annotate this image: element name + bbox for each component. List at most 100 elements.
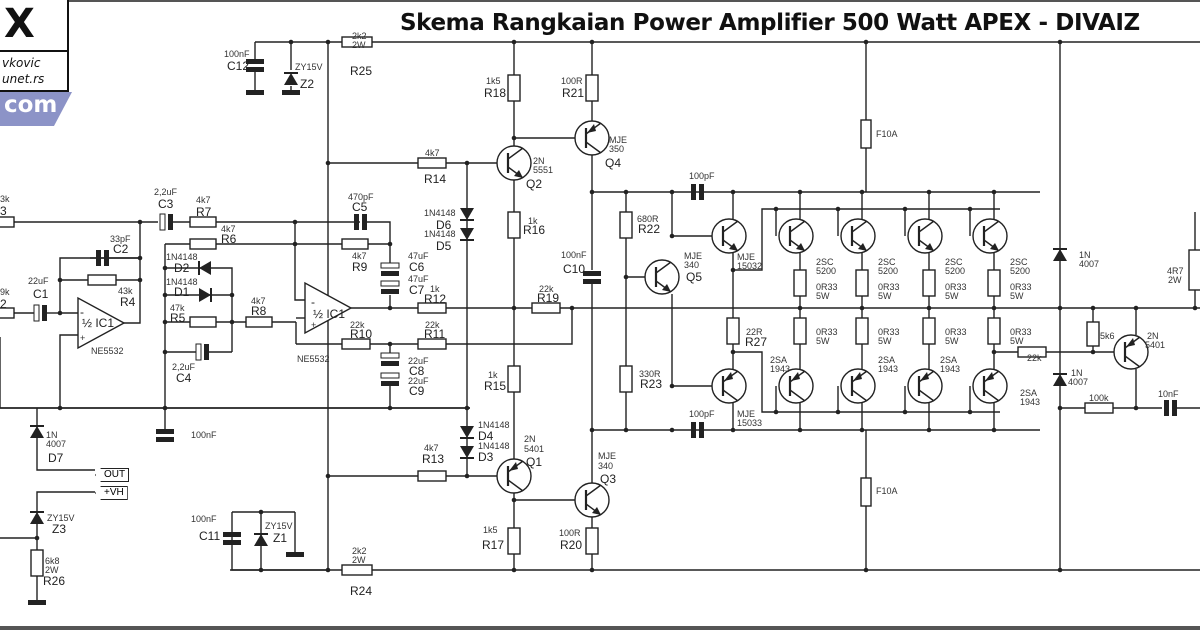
z1-value: ZY15V — [265, 521, 293, 531]
d3-ref: D3 — [478, 450, 494, 464]
q4-ref: Q4 — [605, 156, 622, 170]
r5-ref: R5 — [170, 311, 186, 325]
npn-out-part2-3: 5200 — [945, 266, 966, 276]
c11-icon — [223, 532, 241, 537]
emitter-r-bot-value-4: 0R33 — [1010, 327, 1032, 337]
ic1b-icon — [304, 281, 353, 335]
output-npn-2-icon — [840, 218, 876, 254]
r27-ref: R27 — [745, 335, 768, 349]
ic1b-plus: + — [311, 320, 317, 330]
d-prot-top-value2: 4007 — [1079, 259, 1100, 269]
c8-value: 22uF — [408, 356, 429, 366]
output-npn-3-icon — [907, 218, 943, 254]
junction-dot — [1090, 305, 1096, 311]
r16-value: 1k — [528, 216, 538, 226]
logo-box: X vkovic unet.rs — [0, 0, 69, 92]
c8-icon — [380, 352, 400, 359]
r4-icon — [87, 274, 117, 286]
d2-ref: D2 — [174, 261, 190, 275]
junction-dot — [773, 409, 779, 415]
r17-ref: R17 — [482, 538, 505, 552]
ic1a-plus: + — [80, 333, 86, 343]
ic1a-icon — [77, 296, 126, 350]
c10-ref: C10 — [563, 262, 586, 276]
emitter-r-bot-power-2: 5W — [878, 336, 892, 346]
terminal-out: OUT — [95, 468, 130, 482]
r26-power: 2W — [45, 565, 59, 575]
r23-value: 330R — [639, 369, 661, 379]
q3-icon — [574, 482, 610, 518]
r-4r7-power: 2W — [1168, 275, 1182, 285]
top-border — [0, 0, 1200, 2]
junction-dot — [991, 427, 997, 433]
r15-value: 1k — [488, 370, 498, 380]
q2-ref: Q2 — [526, 177, 543, 191]
q5-part2: 340 — [684, 260, 700, 270]
r9-ref: R9 — [352, 260, 368, 274]
r16-icon — [507, 211, 521, 239]
emitter-r-bot-value-3: 0R33 — [945, 327, 967, 337]
emitter-r-top-1-icon — [793, 269, 807, 297]
wire — [446, 310, 573, 345]
r17-value: 1k5 — [483, 525, 498, 535]
output-npn-2-icon — [858, 243, 867, 251]
output-npn-3-icon — [925, 243, 934, 251]
q3-part1: MJE — [598, 451, 616, 461]
junction-dot — [1057, 39, 1063, 45]
mje15032-icon — [729, 243, 738, 251]
c10-icon — [583, 271, 601, 276]
d7-icon — [30, 426, 44, 438]
c-10nf-icon — [1164, 400, 1169, 416]
output-pnp-4-icon — [972, 368, 1008, 404]
c2-ref: C2 — [113, 242, 129, 256]
mje15032-icon — [711, 218, 747, 254]
ic1b-part: NE5532 — [297, 354, 330, 364]
c12-icon — [246, 59, 264, 64]
r23-ref: R23 — [640, 377, 663, 391]
c2-value: 33pF — [110, 234, 131, 244]
emitter-r-top-3-icon — [922, 269, 936, 297]
output-pnp-4-icon — [985, 372, 994, 381]
bottom-border — [0, 626, 1200, 630]
c5-ref: C5 — [352, 200, 368, 214]
c2-icon — [96, 250, 101, 266]
logo-line-1: vkovic — [2, 56, 41, 70]
output-pnp-3-icon — [907, 368, 943, 404]
z2-ref: Z2 — [300, 77, 315, 91]
emitter-r-bot-power-4: 5W — [1010, 336, 1024, 346]
d-prot-bot-value1: 1N — [1071, 368, 1083, 378]
r19-value: 22k — [539, 284, 554, 294]
z1-icon — [254, 534, 268, 546]
r6-ref: R6 — [221, 232, 237, 246]
c8-ref: C8 — [409, 364, 425, 378]
c7-icon — [381, 289, 399, 294]
junction-dot — [511, 39, 517, 45]
output-npn-2-icon — [851, 220, 868, 233]
output-pnp-2-icon — [853, 372, 862, 381]
ic1b-name: ½ IC1 — [313, 307, 346, 321]
q-prot-part1: 2N — [1147, 331, 1159, 341]
logo-domain-badge[interactable]: com — [0, 92, 72, 126]
emitter-r-bot-4-icon — [987, 317, 1001, 345]
q5-part1: MJE — [684, 251, 702, 261]
emitter-r-top-4-icon — [987, 269, 1001, 297]
pnp-out-part1-4: 2SA — [1020, 388, 1038, 398]
q2-part2: 5551 — [533, 165, 554, 175]
q1-icon — [507, 479, 524, 492]
z3-ref: Z3 — [52, 522, 67, 536]
c3-icon — [168, 214, 173, 230]
q2-icon — [514, 170, 523, 178]
z2-icon — [284, 73, 298, 85]
r20-value: 100R — [559, 528, 581, 538]
mje15032-part2: 15032 — [737, 261, 763, 271]
mje15033-icon — [711, 368, 747, 404]
r24-power: 2W — [352, 555, 366, 565]
r7-value: 4k7 — [196, 195, 211, 205]
r22-value: 680R — [637, 214, 659, 224]
c-bot-value: 100pF — [689, 409, 715, 419]
r10-value: 22k — [350, 320, 365, 330]
r2-value: 9k — [0, 287, 10, 297]
r26-icon — [30, 549, 44, 577]
